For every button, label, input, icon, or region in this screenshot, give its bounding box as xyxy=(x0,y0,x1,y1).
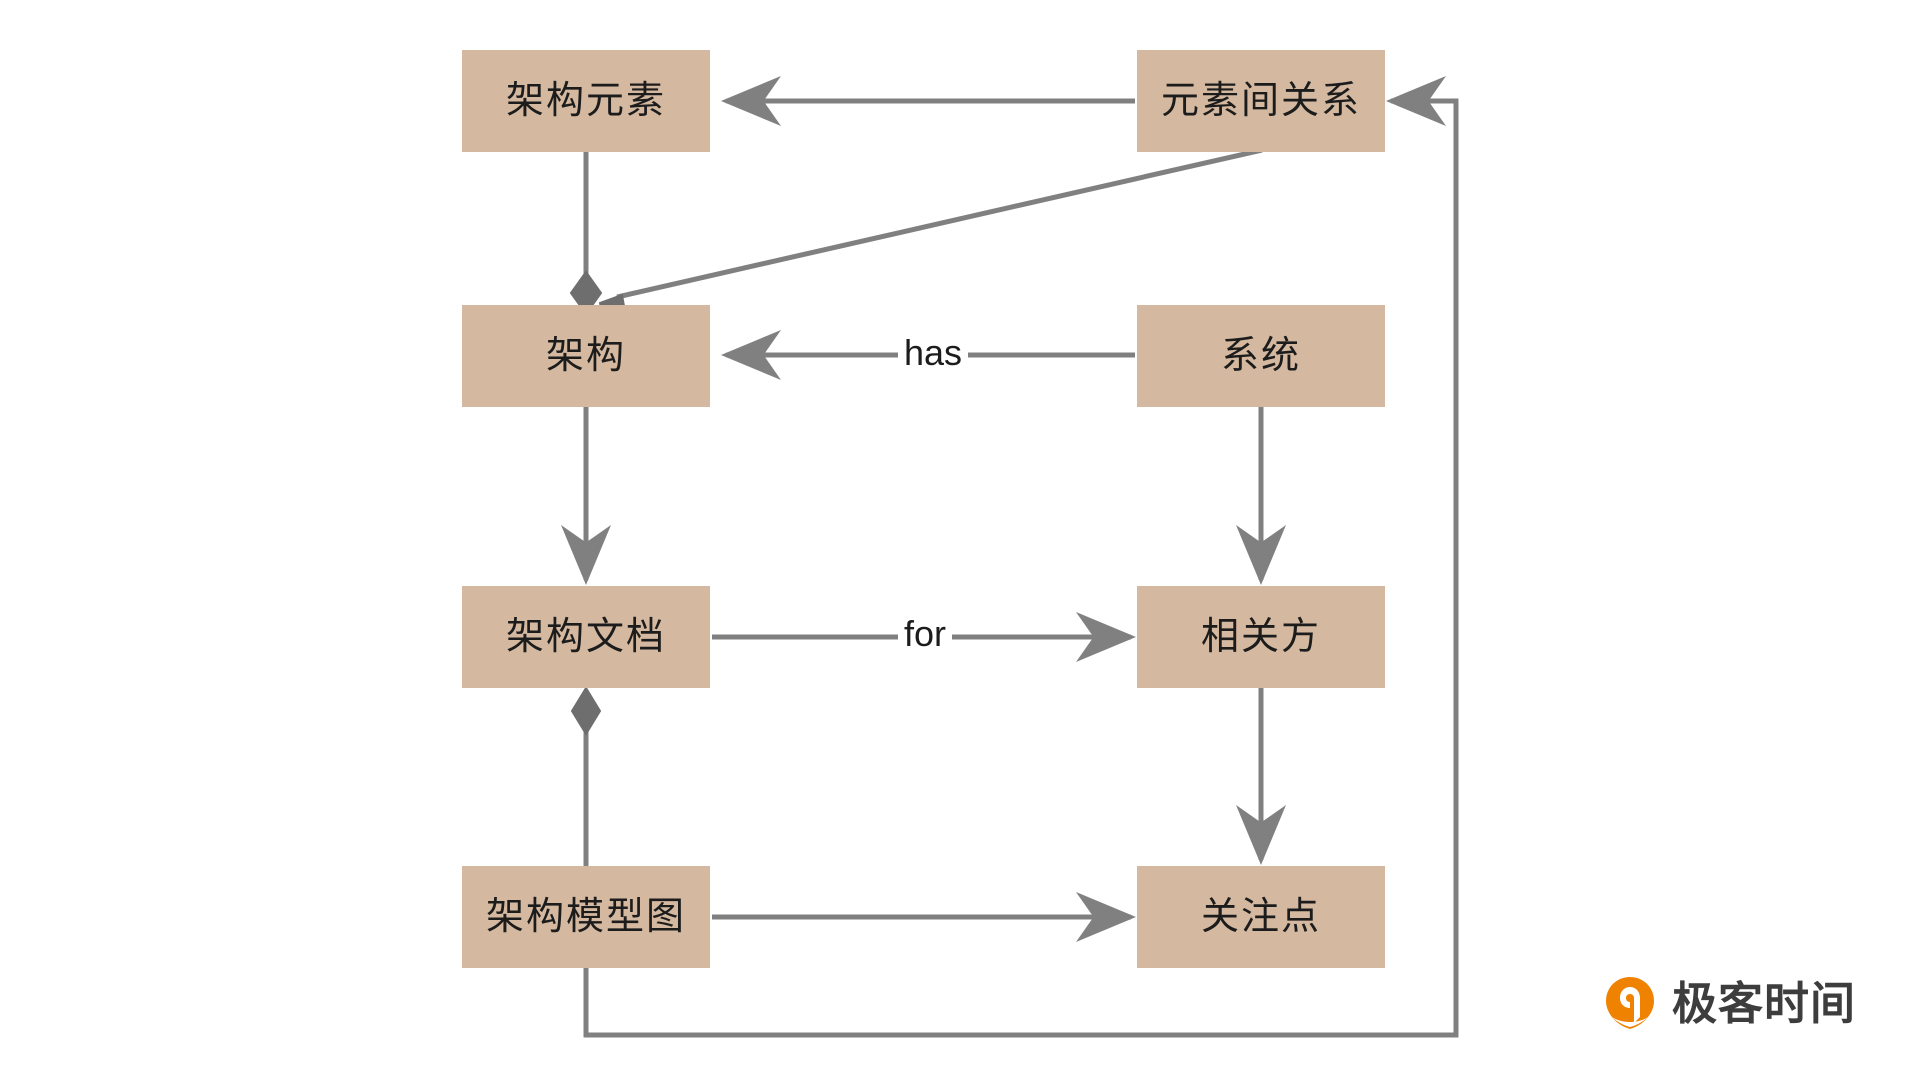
brand-name: 极客时间 xyxy=(1672,977,1857,1029)
node-architecture-label: 架构 xyxy=(545,335,626,377)
edge-label-has: has xyxy=(898,333,969,373)
node-architecture[interactable]: 架构 xyxy=(462,305,710,407)
node-element-relation[interactable]: 元素间关系 xyxy=(1137,50,1385,152)
edge-arch-model-diagram-to-element-relation xyxy=(583,76,1459,1038)
node-stakeholder[interactable]: 相关方 xyxy=(1137,586,1385,688)
node-arch-model-diagram-label: 架构模型图 xyxy=(485,896,686,938)
edge-arch-model-diagram-to-arch-document xyxy=(570,686,602,866)
node-element-relation-label: 元素间关系 xyxy=(1160,80,1361,122)
node-system-label: 系统 xyxy=(1220,335,1301,377)
edge-element-relation-to-architecture xyxy=(598,147,1263,328)
edge-label-for: for xyxy=(898,614,953,654)
node-concern-label: 关注点 xyxy=(1200,896,1321,938)
node-stakeholder-label: 相关方 xyxy=(1200,616,1321,658)
brand-logo: 极客时间 xyxy=(1602,975,1856,1031)
geektime-logo-icon xyxy=(1602,975,1658,1031)
node-system[interactable]: 系统 xyxy=(1137,305,1385,407)
node-arch-element[interactable]: 架构元素 xyxy=(462,50,710,152)
node-arch-document-label: 架构文档 xyxy=(505,616,666,658)
edge-arch-element-to-architecture xyxy=(569,152,603,316)
node-concern[interactable]: 关注点 xyxy=(1137,866,1385,968)
node-arch-document[interactable]: 架构文档 xyxy=(462,586,710,688)
node-arch-element-label: 架构元素 xyxy=(505,80,666,122)
node-arch-model-diagram[interactable]: 架构模型图 xyxy=(462,866,710,968)
